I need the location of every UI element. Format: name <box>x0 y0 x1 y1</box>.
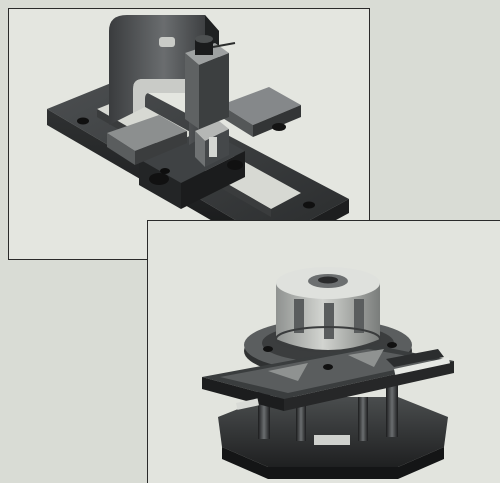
photo-c-frame-fixture <box>8 8 370 260</box>
slide-table <box>202 345 454 411</box>
bolts <box>77 117 315 209</box>
photo-rotary-fixture <box>147 220 500 483</box>
octagonal-base <box>218 397 448 479</box>
bolts <box>263 342 397 370</box>
left-support-plate <box>107 115 187 165</box>
c-frame-fixture-illustration <box>9 9 369 259</box>
punch-head <box>185 35 236 167</box>
chuck <box>275 267 381 352</box>
rotary-fixture-illustration <box>148 221 500 483</box>
